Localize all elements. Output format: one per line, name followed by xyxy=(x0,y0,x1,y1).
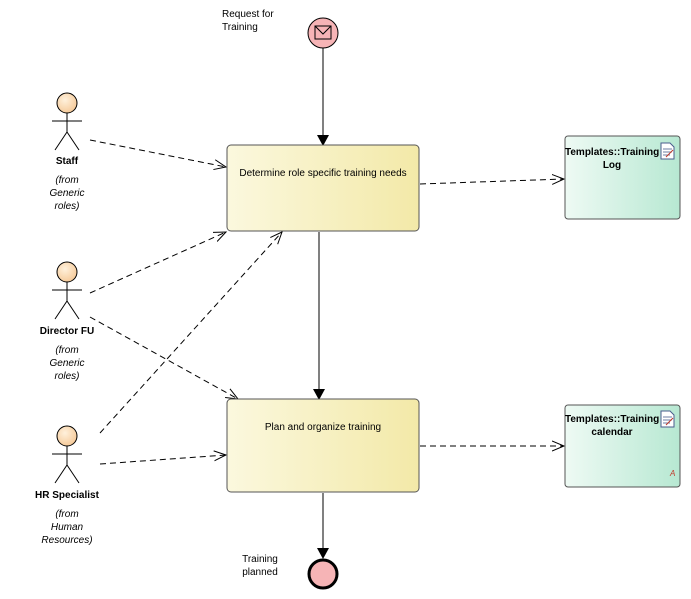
association-staff-task1[interactable] xyxy=(89,139,226,167)
actor-director-from-line3: roles) xyxy=(54,371,80,382)
association-hr-task2[interactable] xyxy=(99,455,226,465)
association-task1-log[interactable] xyxy=(419,179,564,184)
artifact-training-calendar[interactable] xyxy=(564,404,681,488)
actor-director-name: Director FU xyxy=(39,326,95,337)
association-director-task1[interactable] xyxy=(89,232,226,294)
start-event-message[interactable] xyxy=(307,17,339,49)
actor-hr-figure[interactable] xyxy=(52,425,82,484)
actor-staff-from-line2: Generic xyxy=(49,188,85,199)
start-event-label: Request for Training xyxy=(222,8,274,34)
artifact-training-log[interactable] xyxy=(564,135,681,220)
actor-hr-from-line3: Resources) xyxy=(41,535,93,546)
artifact-training-log-label: Templates::Training Log xyxy=(565,146,659,172)
artifact-training-calendar-line1: Templates::Training xyxy=(565,414,660,425)
task-determine-needs[interactable] xyxy=(226,144,420,232)
actor-staff-name: Staff xyxy=(55,156,79,167)
start-event-label-line1: Request for xyxy=(222,9,274,20)
actor-director-labels: Director FU (from Generic roles) xyxy=(22,325,112,383)
document-icon xyxy=(660,410,675,428)
actor-hr-from-line1: (from xyxy=(55,509,79,520)
artifact-marker: A xyxy=(670,469,676,478)
end-event-label-line2: planned xyxy=(242,567,278,578)
actor-director-from-line2: Generic xyxy=(49,358,85,369)
actor-hr-name: HR Specialist xyxy=(35,490,99,501)
artifact-training-log-line2: Log xyxy=(602,160,622,171)
end-event-label-line1: Training xyxy=(242,554,278,565)
actor-staff-from-line3: roles) xyxy=(54,201,80,212)
actor-staff-figure[interactable] xyxy=(52,92,82,151)
end-event[interactable] xyxy=(307,558,339,590)
artifact-training-calendar-label: Templates::Training calendar xyxy=(565,413,659,439)
task-plan-training-label: Plan and organize training xyxy=(264,422,382,433)
start-event-label-line2: Training xyxy=(222,22,258,33)
document-icon xyxy=(660,142,675,160)
artifact-training-calendar-line2: calendar xyxy=(591,427,633,438)
artifact-training-log-line1: Templates::Training xyxy=(565,147,660,158)
actor-director-from-line1: (from xyxy=(55,345,79,356)
actor-staff-from-line1: (from xyxy=(55,175,79,186)
actor-staff-labels: Staff (from Generic roles) xyxy=(27,155,107,213)
association-hr-task1[interactable] xyxy=(99,232,282,434)
actor-hr-from-line2: Human xyxy=(50,522,84,533)
envelope-icon xyxy=(314,25,332,40)
association-director-task2[interactable] xyxy=(89,316,238,399)
end-event-label: Training planned xyxy=(236,553,284,579)
actor-director-figure[interactable] xyxy=(52,261,82,320)
actor-hr-labels: HR Specialist (from Human Resources) xyxy=(22,489,112,547)
task-determine-needs-label: Determine role specific training needs xyxy=(239,168,407,179)
task-plan-training[interactable] xyxy=(226,398,420,493)
